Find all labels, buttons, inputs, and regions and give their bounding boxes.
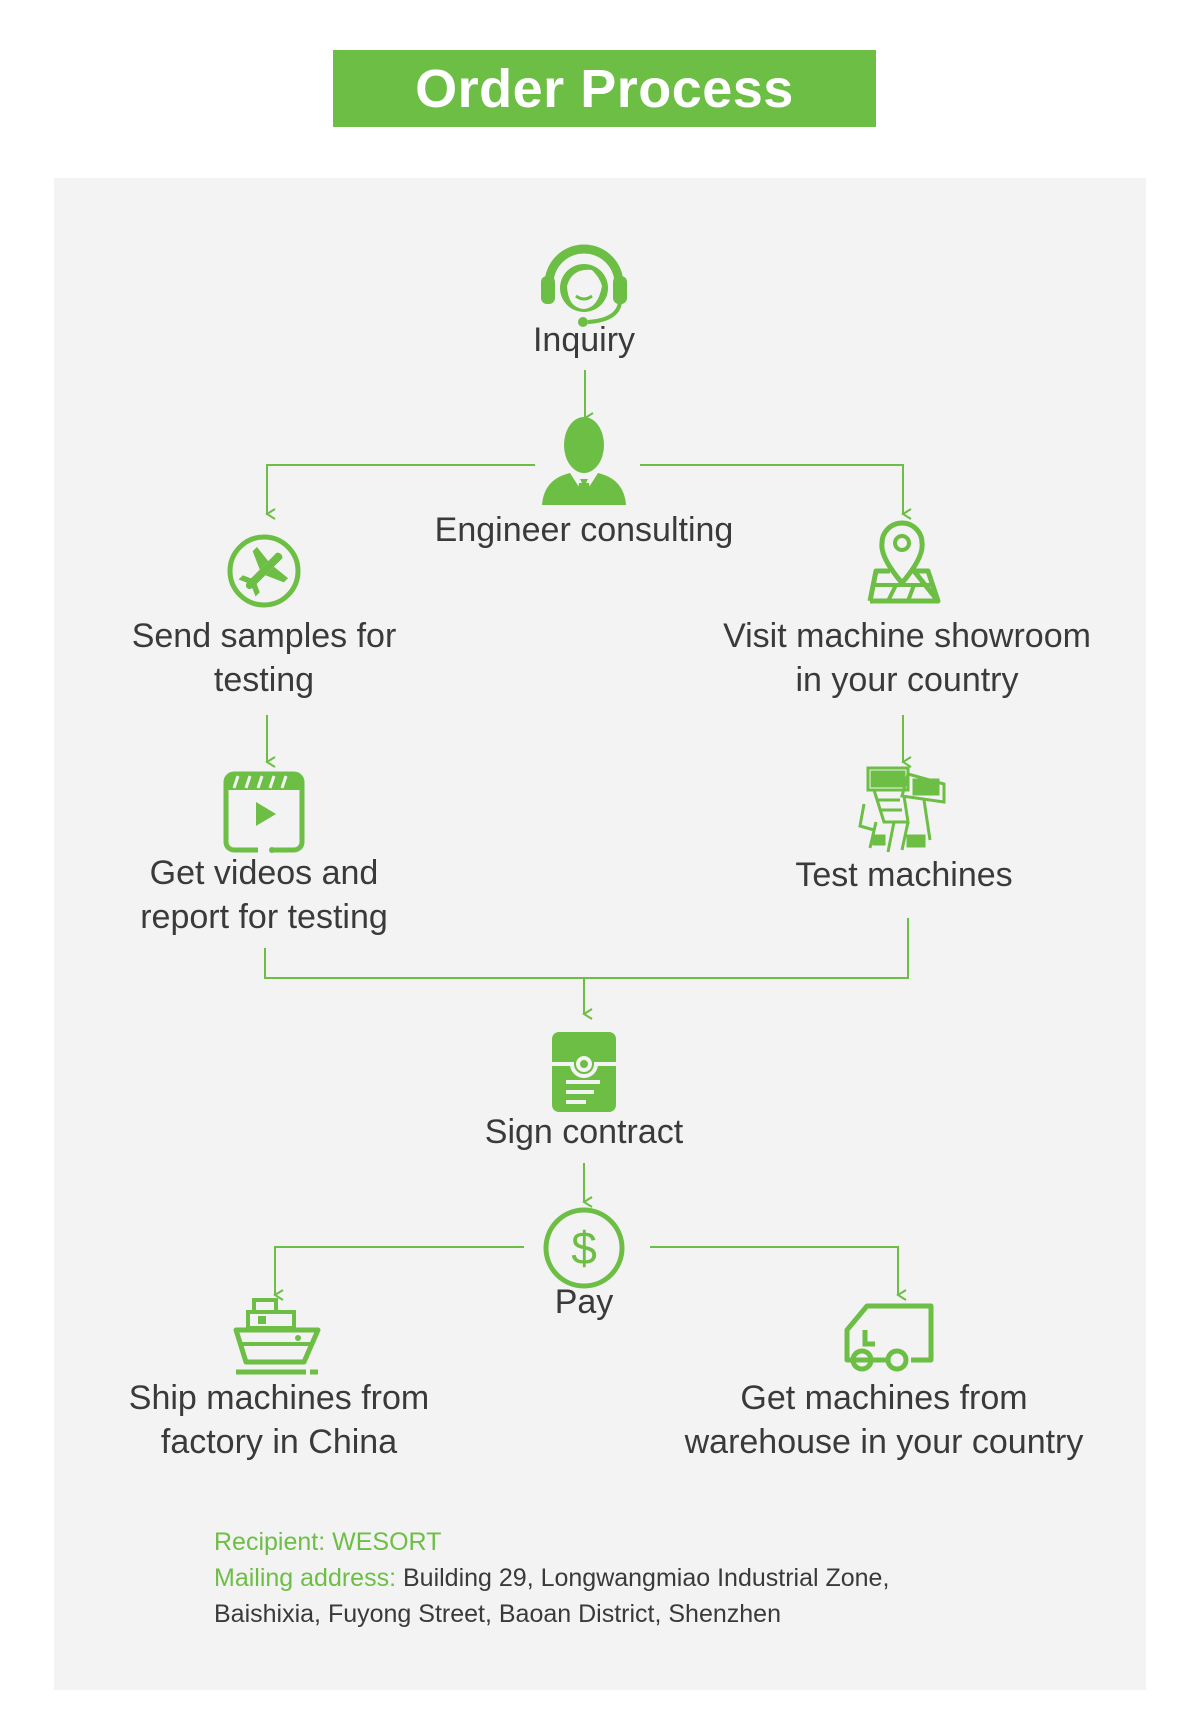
headset-agent-icon xyxy=(541,244,627,327)
videos-line-2: report for testing xyxy=(140,898,388,936)
step-ship-label: Ship machines from factory in China xyxy=(104,1376,454,1464)
dollar-coin-icon: $ xyxy=(543,1207,625,1289)
contract-document-icon xyxy=(552,1032,616,1112)
page-title: Order Process xyxy=(415,58,794,119)
samples-line-1: Send samples for xyxy=(131,617,397,655)
recipient-line: Recipient: WESORT xyxy=(214,1524,889,1560)
connector-videos-contract xyxy=(264,918,909,979)
connector-engineer-samples xyxy=(265,464,535,520)
showroom-line-2: in your country xyxy=(795,661,1019,699)
mailing-label: Mailing address: xyxy=(214,1564,397,1592)
sign-contract-text: Sign contract xyxy=(484,1113,684,1151)
step-contract-label: Sign contract xyxy=(434,1110,734,1154)
step-pay-label: Pay xyxy=(524,1280,644,1324)
step-engineer-label: Engineer consulting xyxy=(384,508,784,552)
samples-line-2: testing xyxy=(213,661,315,699)
connectors xyxy=(264,370,912,1301)
svg-text:$: $ xyxy=(571,1222,597,1274)
recipient-value: WESORT xyxy=(332,1528,442,1556)
ship-line-1: Ship machines from xyxy=(128,1379,430,1417)
recipient-label: Recipient: xyxy=(214,1528,326,1556)
mailing-line-2: Baishixia, Fuyong Street, Baoan District… xyxy=(214,1600,781,1628)
connector-engineer-showroom xyxy=(640,464,912,520)
ship-line-2: factory in China xyxy=(160,1423,398,1461)
airplane-icon xyxy=(227,534,301,608)
step-warehouse-label: Get machines from warehouse in your coun… xyxy=(664,1376,1104,1464)
mailing-value: Building 29, Longwangmiao Industrial Zon… xyxy=(402,1564,890,1592)
connector-pay-warehouse xyxy=(650,1246,907,1301)
step-samples-label: Send samples for testing xyxy=(99,614,429,702)
connector-pay-ship xyxy=(273,1246,524,1301)
videos-line-1: Get videos and xyxy=(149,854,379,892)
cargo-ship-icon xyxy=(233,1298,321,1375)
engineer-consulting-text: Engineer consulting xyxy=(434,511,734,549)
inquiry-text: Inquiry xyxy=(532,321,636,359)
recipient-info: Recipient: WESORT Mailing address: Build… xyxy=(214,1524,889,1632)
mailing-line: Mailing address: Building 29, Longwangmi… xyxy=(214,1560,889,1596)
sorting-machine-icon xyxy=(858,766,946,853)
pay-text: Pay xyxy=(554,1283,614,1321)
map-pin-icon xyxy=(867,520,941,604)
warehouse-line-2: warehouse in your country xyxy=(684,1423,1084,1461)
showroom-line-1: Visit machine showroom xyxy=(723,617,1091,655)
title-banner: Order Process xyxy=(333,50,876,127)
engineer-person-icon xyxy=(542,417,626,505)
video-clapper-icon xyxy=(223,771,305,854)
step-inquiry-label: Inquiry xyxy=(484,318,684,362)
step-test-label: Test machines xyxy=(754,853,1054,897)
delivery-truck-icon xyxy=(844,1303,934,1372)
step-videos-label: Get videos and report for testing xyxy=(104,851,424,939)
step-showroom-label: Visit machine showroom in your country xyxy=(697,614,1117,702)
test-machines-text: Test machines xyxy=(795,856,1013,894)
warehouse-line-1: Get machines from xyxy=(740,1379,1028,1417)
